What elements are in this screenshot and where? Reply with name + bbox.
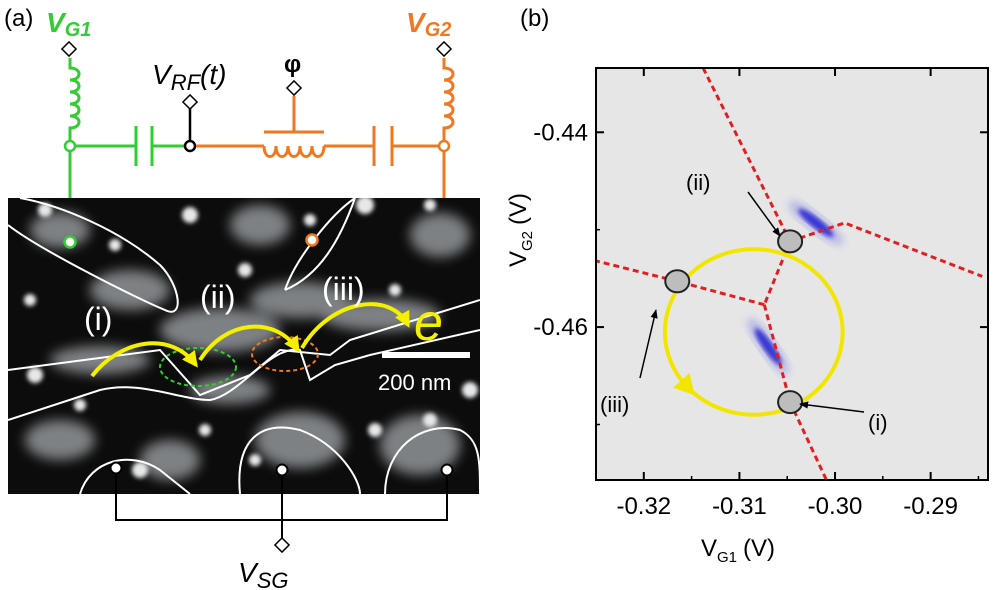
- sem-image: 200 nm: [8, 198, 480, 494]
- vsg-label-sub: SG: [257, 568, 289, 590]
- x-tick-label: -0.29: [903, 493, 958, 520]
- vrf-terminal: [181, 93, 199, 111]
- point-label-i: (i): [868, 410, 888, 435]
- vg1-terminal: [60, 40, 78, 58]
- y-axis: -0.44 -0.46: [533, 119, 988, 426]
- vsg-label: VSG: [238, 557, 288, 590]
- y-axis-label-sub: G2: [519, 231, 536, 251]
- panel-a-label: (a): [4, 5, 33, 32]
- transfer-arrow-ii: [198, 324, 300, 362]
- plot-area: [596, 68, 988, 480]
- vrf-label-sub: RF: [171, 70, 202, 95]
- scale-bar: [382, 352, 470, 358]
- sem-bright-spots: [24, 198, 478, 478]
- operating-point-1: [777, 390, 804, 415]
- signal-region-2: [747, 318, 789, 375]
- side-gate-right-outline: [384, 427, 480, 494]
- x-axis: -0.32 -0.31 -0.30 -0.29: [616, 68, 980, 520]
- gate1-outline: [8, 198, 179, 313]
- signal-region-1: [788, 200, 844, 245]
- arrow-ii: [747, 191, 781, 237]
- phi-terminal: [285, 79, 303, 97]
- side-gate-left-outline: [79, 458, 191, 494]
- panel-b: (b) -0.32 -0.31 -0.30 -0.29 -0.44 -0.46 (ii)…: [505, 5, 989, 566]
- side-gate-wiring: [115, 474, 448, 542]
- gate1-inductor: [68, 58, 81, 146]
- vg1-label-main: V: [46, 7, 67, 38]
- point-label-ii: (ii): [686, 170, 710, 195]
- arrow-i: [799, 401, 865, 413]
- gate2-contact: [305, 233, 319, 247]
- point-label-iii: (iii): [600, 392, 629, 417]
- vrf-label: VRF(t): [152, 59, 226, 95]
- x-axis-label-sub: G1: [717, 549, 737, 566]
- y-axis-label-main: V: [505, 251, 532, 267]
- panel-b-label: (b): [520, 5, 549, 32]
- side-gate-contact-center: [275, 463, 289, 477]
- y-axis-label: VG2 (V): [505, 193, 536, 267]
- sem-texture: [25, 205, 470, 480]
- side-gate-contact-right: [440, 463, 454, 477]
- phi-label: φ: [284, 51, 301, 78]
- region-label-i: (i): [84, 301, 112, 337]
- electron-label: e: [414, 294, 443, 352]
- gate1-circuit: [68, 58, 184, 242]
- side-gate-center-outline: [238, 426, 361, 494]
- y-tick-label: -0.46: [533, 314, 588, 341]
- vg2-label: VG2: [406, 7, 451, 41]
- gate1-contact: [63, 235, 77, 249]
- transfer-arrow-iii: [300, 302, 410, 350]
- operating-point-3: [664, 269, 691, 294]
- x-tick-label: -0.32: [616, 493, 671, 520]
- arrow-iii: [639, 309, 658, 379]
- y-tick-label: -0.44: [533, 119, 588, 146]
- gate1-junction: [63, 139, 77, 153]
- electron-path: [90, 302, 410, 378]
- x-axis-label-main: V: [701, 535, 717, 562]
- gate2-inductor: [442, 58, 455, 146]
- x-tick-label: -0.30: [808, 493, 863, 520]
- rf-orbit: [662, 247, 845, 417]
- panel-a: (a) VG1 VG2 VRF(t) φ: [4, 5, 480, 590]
- transition-line-1: [701, 68, 792, 243]
- region-label-iii: (iii): [322, 271, 365, 307]
- operating-point-2: [777, 229, 804, 254]
- quantum-dot-1: [159, 347, 237, 387]
- vg1-label-sub: G1: [65, 19, 92, 41]
- region-label-ii: (ii): [200, 279, 236, 315]
- vsg-label-main: V: [238, 557, 259, 588]
- vg2-terminal: [435, 40, 453, 58]
- plot-frame: [595, 67, 989, 481]
- x-axis-label: VG1 (V): [701, 535, 775, 566]
- vsg-terminal: [273, 536, 291, 554]
- x-tick-label: -0.31: [712, 493, 767, 520]
- vrf-junction: [183, 139, 197, 153]
- vrf-label-main: V: [152, 59, 173, 90]
- gate2-junction: [437, 139, 451, 153]
- vg2-label-sub: G2: [425, 19, 452, 41]
- orbit-direction-arrow: [673, 372, 695, 396]
- signal-regions: [747, 200, 844, 375]
- point-label-arrows: [639, 191, 865, 413]
- scale-bar-label: 200 nm: [378, 370, 451, 395]
- transfer-arrow-i: [90, 341, 198, 378]
- phase-shifter-coil: [262, 145, 326, 158]
- vg2-label-main: V: [406, 7, 427, 38]
- y-axis-label-unit: (V): [505, 193, 532, 225]
- vg1-label: VG1: [46, 7, 91, 41]
- x-axis-label-unit: (V): [743, 535, 775, 562]
- side-gate-contact-left: [109, 461, 123, 475]
- vrf-label-suffix: (t): [200, 59, 226, 90]
